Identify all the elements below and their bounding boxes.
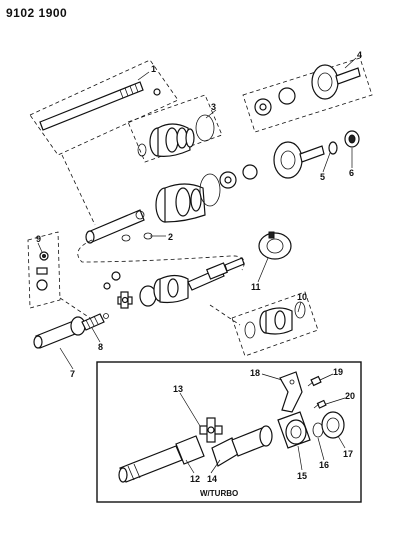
race-middle	[242, 164, 258, 180]
shaft-group-box	[29, 59, 179, 156]
short-shaft-2	[85, 209, 145, 244]
boot-clamp-small	[137, 143, 147, 157]
small-parts-group-9	[27, 231, 61, 309]
joint-kit-group-4	[242, 57, 373, 133]
bracket-18	[279, 371, 303, 413]
stub-shaft-7	[33, 316, 86, 349]
connector-10	[209, 304, 241, 326]
callout-13: 13	[173, 384, 183, 394]
seal-5	[328, 141, 338, 155]
callout-2: 2	[168, 232, 173, 242]
callout-19: 19	[333, 367, 343, 377]
connector-line-1-2	[61, 154, 96, 226]
tripod-4	[254, 98, 272, 116]
cross-13	[199, 417, 223, 443]
callout-12: 12	[190, 474, 200, 484]
turbo-inset-frame	[96, 361, 362, 503]
callout-4: 4	[357, 50, 362, 60]
yoke-14	[211, 425, 273, 467]
callout-10: 10	[297, 292, 307, 302]
snap-ring-2	[121, 234, 131, 242]
bolt-19	[307, 375, 322, 387]
boot-kit-box-10	[231, 291, 319, 357]
bearing-housing-15	[277, 411, 311, 449]
callout-6: 6	[349, 168, 354, 178]
joint-housing-5	[273, 141, 325, 179]
callout-5: 5	[320, 172, 325, 182]
clamp-11	[258, 231, 292, 260]
outer-housing-4	[311, 64, 361, 100]
connector-9-8	[59, 297, 91, 319]
boot-kit-group-10	[231, 291, 319, 357]
spline-8	[81, 313, 105, 331]
tripod-middle	[219, 171, 237, 189]
spider-cross-lower	[117, 291, 133, 309]
seal-17	[321, 411, 345, 439]
shaft-assembly-group	[29, 59, 179, 156]
leader-lines	[37, 57, 357, 474]
callout-16: 16	[319, 460, 329, 470]
axle-shaft	[39, 81, 144, 131]
shaft-12	[118, 435, 205, 483]
bolt-head-lower	[111, 271, 121, 281]
boot-10	[259, 307, 293, 335]
callout-3: 3	[211, 102, 216, 112]
joint-kit-box-4	[242, 57, 373, 133]
callout-11: 11	[251, 282, 261, 292]
document-id: 9102 1900	[6, 6, 68, 20]
callout-15: 15	[297, 471, 307, 481]
washer-lower	[103, 282, 111, 290]
callout-numbers: 1 2 3 4 5 6 7 8 9 10 11 12 13 14 15 16 1…	[36, 50, 362, 484]
boot-clamp-large	[195, 114, 215, 142]
boot-lower	[153, 274, 189, 304]
small-part-9b	[36, 267, 48, 275]
callout-1: 1	[151, 64, 156, 74]
inner-boot	[155, 183, 206, 223]
bolt-20	[313, 399, 327, 409]
boot-kit-group-3	[127, 94, 223, 163]
shaft-clip	[153, 88, 161, 96]
clamp-10b	[294, 301, 306, 319]
callout-17: 17	[343, 449, 353, 459]
turbo-inset: W/TURBO	[96, 361, 362, 503]
callout-14: 14	[207, 474, 217, 484]
callout-20: 20	[345, 391, 355, 401]
callout-18: 18	[250, 368, 260, 378]
boot-ring	[199, 173, 221, 207]
clamp-10a	[244, 321, 256, 339]
callout-8: 8	[98, 342, 103, 352]
boot-3	[149, 123, 195, 157]
callout-9: 9	[36, 234, 41, 244]
small-part-9c	[36, 279, 48, 291]
dust-cap-6	[344, 130, 360, 148]
shaft-lower	[187, 257, 245, 291]
middle-joint-row	[155, 130, 360, 223]
bearing-race-4	[278, 87, 296, 105]
lower-assembly-row	[103, 257, 245, 309]
callout-7: 7	[70, 369, 75, 379]
turbo-label: W/TURBO	[200, 489, 238, 498]
clip-8	[103, 313, 109, 319]
small-parts-box-9	[27, 231, 61, 309]
